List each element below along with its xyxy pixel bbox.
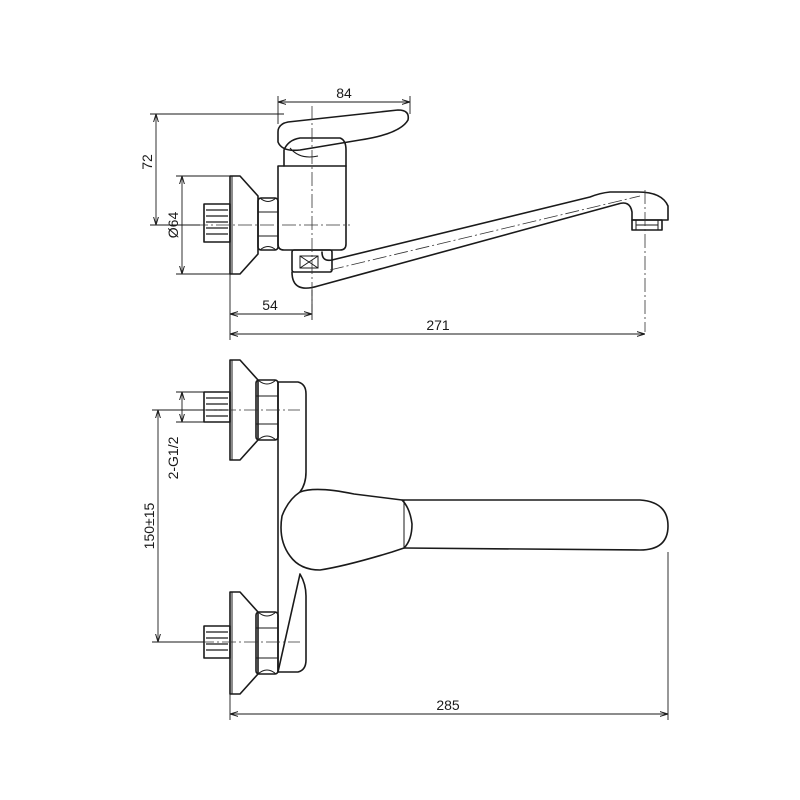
dim-flange-diameter: Ø64 — [165, 212, 181, 239]
dim-thread-spec: 2-G1/2 — [165, 436, 181, 479]
side-view-dimensions: 84 72 Ø64 54 271 — [139, 85, 645, 340]
side-mixer-body — [277, 165, 347, 251]
dim-inlet-spacing: 150±15 — [141, 502, 157, 549]
top-mixer-body — [277, 381, 307, 673]
dim-handle-width: 84 — [336, 85, 352, 101]
top-spout — [401, 499, 669, 551]
top-lever-handle — [280, 488, 413, 571]
side-lever-handle — [277, 109, 410, 152]
side-threaded-inlet — [203, 203, 231, 243]
side-aerator — [631, 219, 663, 231]
dim-body-height: 72 — [139, 154, 155, 170]
top-view-dimensions: 2-G1/2 150±15 285 — [141, 391, 669, 720]
top-lower-flange — [229, 591, 259, 695]
side-hex-nut — [257, 197, 279, 251]
top-upper-threaded-inlet — [203, 391, 231, 423]
dim-wall-offset: 54 — [262, 297, 278, 313]
side-cartridge-neck — [283, 137, 347, 167]
top-lower-hex-nut — [255, 611, 279, 675]
top-view — [178, 359, 669, 695]
dim-spout-reach: 271 — [426, 317, 450, 333]
side-view — [172, 106, 669, 332]
side-spout — [291, 191, 669, 289]
dim-overall-length: 285 — [436, 697, 460, 713]
